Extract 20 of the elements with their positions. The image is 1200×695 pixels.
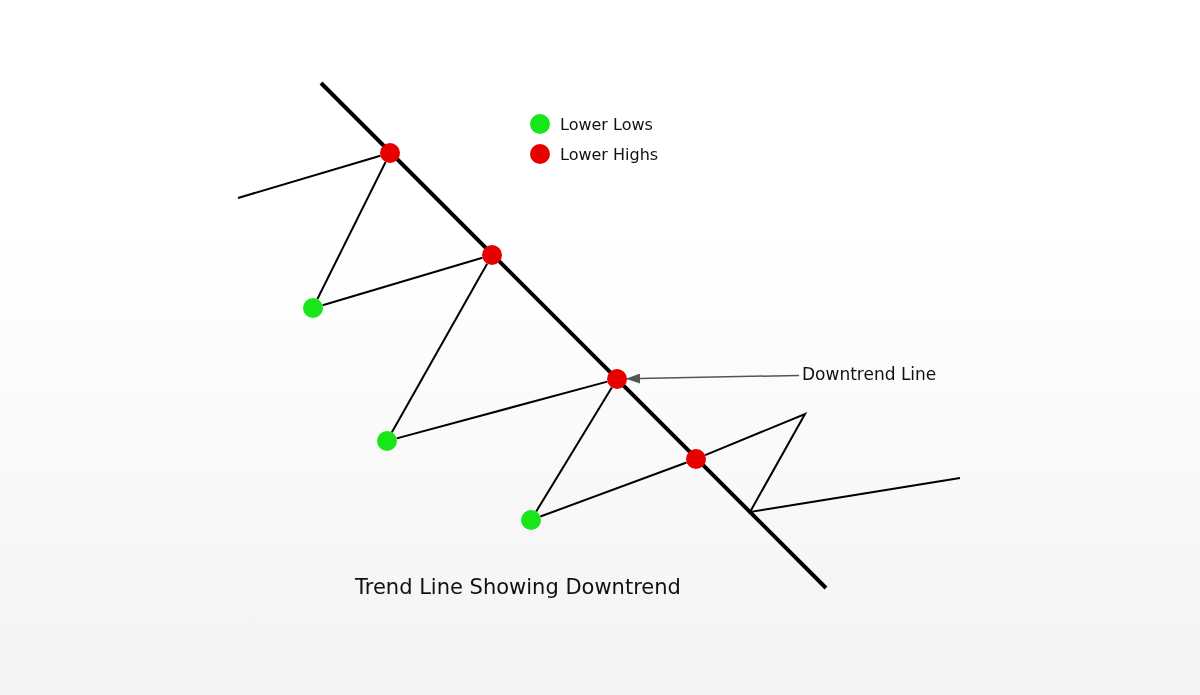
annotation-label: Downtrend Line bbox=[802, 364, 937, 384]
legend-label: Lower Lows bbox=[560, 115, 653, 134]
caption: Trend Line Showing Downtrend bbox=[355, 575, 681, 599]
price-point-dot bbox=[303, 298, 323, 318]
price-line bbox=[321, 256, 484, 307]
price-point-dot bbox=[686, 449, 706, 469]
price-point-dot bbox=[482, 245, 502, 265]
price-point-dot bbox=[377, 431, 397, 451]
price-line bbox=[316, 161, 387, 300]
price-line bbox=[237, 154, 382, 199]
price-point-dot bbox=[521, 510, 541, 530]
price-line bbox=[535, 386, 613, 513]
legend-label: Lower Highs bbox=[560, 145, 659, 164]
price-line bbox=[704, 411, 961, 514]
price-point-dot bbox=[380, 143, 400, 163]
leader-line bbox=[626, 373, 800, 384]
price-line bbox=[395, 380, 609, 440]
price-point-dot bbox=[607, 369, 627, 389]
price-line bbox=[390, 262, 489, 434]
price-line bbox=[539, 461, 688, 518]
